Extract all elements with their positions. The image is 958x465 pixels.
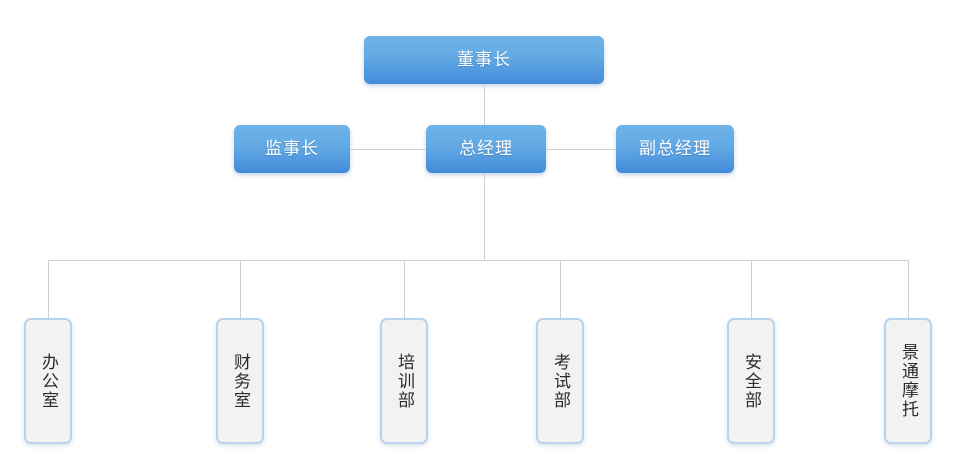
connector-drop-safety-department <box>751 260 752 318</box>
node-training-department[interactable]: 培训部 <box>380 318 428 444</box>
node-chairman[interactable]: 董事长 <box>364 36 604 84</box>
node-jingtong-motorcycle-label: 景通摩托 <box>898 343 919 419</box>
node-jingtong-motorcycle[interactable]: 景通摩托 <box>884 318 932 444</box>
node-supervisor-label: 监事长 <box>265 138 319 159</box>
node-chairman-label: 董事长 <box>457 49 511 70</box>
node-office[interactable]: 办公室 <box>24 318 72 444</box>
node-training-department-label: 培训部 <box>394 352 415 410</box>
node-safety-department[interactable]: 安全部 <box>727 318 775 444</box>
connector-drop-training-department <box>404 260 405 318</box>
node-examination-department[interactable]: 考试部 <box>536 318 584 444</box>
node-finance-office[interactable]: 财务室 <box>216 318 264 444</box>
node-finance-office-label: 财务室 <box>230 352 251 410</box>
node-examination-department-label: 考试部 <box>550 352 571 410</box>
connector-drop-finance-office <box>240 260 241 318</box>
connector-general-manager-to-department-bus <box>484 173 485 261</box>
connector-chairman-to-general-manager <box>484 84 485 125</box>
node-supervisor[interactable]: 监事长 <box>234 125 350 173</box>
connector-general-manager-to-deputy <box>546 149 616 150</box>
connector-supervisor-to-general-manager <box>350 149 426 150</box>
node-office-label: 办公室 <box>38 352 59 410</box>
node-safety-department-label: 安全部 <box>741 352 762 410</box>
node-deputy-general-manager[interactable]: 副总经理 <box>616 125 734 173</box>
connector-drop-jingtong-motorcycle <box>908 260 909 318</box>
connector-department-bus <box>48 260 909 261</box>
node-general-manager-label: 总经理 <box>459 138 513 159</box>
connector-drop-examination-department <box>560 260 561 318</box>
connector-drop-office <box>48 260 49 318</box>
node-general-manager[interactable]: 总经理 <box>426 125 546 173</box>
node-deputy-general-manager-label: 副总经理 <box>639 138 711 159</box>
